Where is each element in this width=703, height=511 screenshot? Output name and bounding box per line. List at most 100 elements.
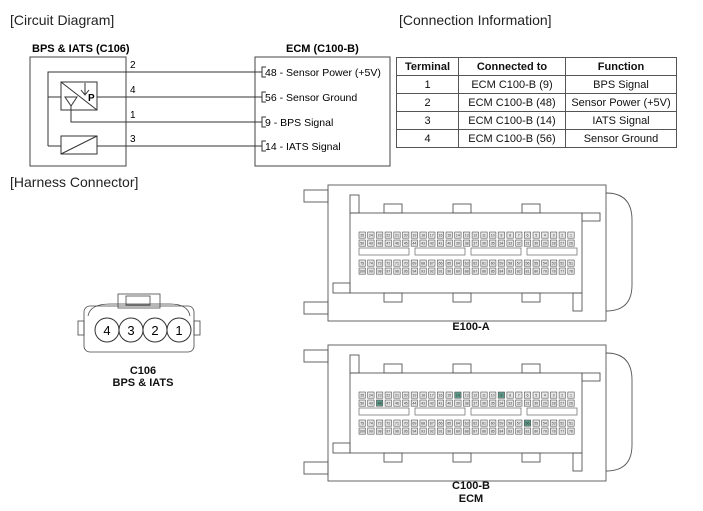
cell-function: Sensor Ground bbox=[565, 129, 677, 148]
pin-number: 67 bbox=[430, 422, 434, 426]
pin-37 bbox=[471, 239, 479, 247]
pin-number: 9 bbox=[500, 394, 502, 398]
pin-39 bbox=[454, 399, 462, 407]
pin-89 bbox=[454, 267, 462, 275]
pin-number: 69 bbox=[412, 262, 416, 266]
pin-57 bbox=[515, 419, 523, 427]
circuit-diagram: BPS & IATS (C106) ECM (C100-B) P 2 4 1 3 bbox=[29, 43, 391, 167]
pin-67 bbox=[428, 419, 436, 427]
pin-35 bbox=[489, 239, 497, 247]
pin-67 bbox=[428, 259, 436, 267]
pin-32 bbox=[515, 239, 523, 247]
pin-79 bbox=[541, 267, 549, 275]
pin-56 bbox=[524, 259, 532, 267]
pin-number: 18 bbox=[421, 234, 425, 238]
cell-connected-to: ECM C100-B (9) bbox=[458, 75, 566, 94]
pin-73 bbox=[376, 259, 384, 267]
pin-6 bbox=[524, 391, 532, 399]
pin-34 bbox=[497, 399, 505, 407]
connection-table: Terminal Connected to Function 1 ECM C10… bbox=[396, 57, 677, 148]
pin-86 bbox=[480, 267, 488, 275]
pin-number: 30 bbox=[534, 242, 538, 246]
table-row: 2 ECM C100-B (48) Sensor Power (+5V) bbox=[396, 93, 677, 112]
pin-number: 62 bbox=[473, 262, 477, 266]
pin-number: 13 bbox=[465, 394, 469, 398]
pin-number: 66 bbox=[439, 422, 443, 426]
pin-number: 10 bbox=[491, 394, 495, 398]
header-connected-to: Connected to bbox=[458, 57, 566, 76]
pin-23 bbox=[376, 391, 384, 399]
pin-62 bbox=[471, 259, 479, 267]
pin-92 bbox=[428, 427, 436, 435]
pin-number: 44 bbox=[412, 402, 416, 406]
cell-terminal: 3 bbox=[396, 111, 459, 130]
pin-85 bbox=[489, 427, 497, 435]
pin-43 bbox=[419, 239, 427, 247]
pin-number: 32 bbox=[517, 242, 521, 246]
pin-72 bbox=[384, 259, 392, 267]
pin-88 bbox=[463, 267, 471, 275]
c106-pin-label: 1 bbox=[175, 323, 182, 338]
pin-14 bbox=[454, 391, 462, 399]
pin-number: 84 bbox=[499, 270, 503, 274]
pin-30 bbox=[532, 239, 540, 247]
cell-connected-to: ECM C100-B (14) bbox=[458, 111, 566, 130]
keying-slot bbox=[414, 247, 466, 256]
pin-number: 27 bbox=[560, 402, 564, 406]
pin-number: 17 bbox=[430, 394, 434, 398]
pin-94 bbox=[410, 427, 418, 435]
pin-76 bbox=[567, 267, 575, 275]
pin-number: 31 bbox=[526, 242, 530, 246]
pin-61 bbox=[480, 259, 488, 267]
c106-connector: 4 3 2 1 C106 BPS & IATS bbox=[77, 293, 201, 389]
pin-50 bbox=[358, 399, 366, 407]
pin-number: 85 bbox=[491, 430, 495, 434]
pin-82 bbox=[515, 267, 523, 275]
pin-number: 12 bbox=[473, 234, 477, 238]
pin-number: 64 bbox=[456, 262, 460, 266]
connector-body bbox=[327, 184, 607, 322]
pin-number: 77 bbox=[560, 430, 564, 434]
pin-21 bbox=[393, 391, 401, 399]
pin-29 bbox=[541, 399, 549, 407]
pin-50 bbox=[358, 239, 366, 247]
pin-number: 61 bbox=[482, 422, 486, 426]
pin-number: 40 bbox=[447, 402, 451, 406]
pin-number: 45 bbox=[404, 402, 408, 406]
pin-64 bbox=[454, 419, 462, 427]
wire-bps-signal bbox=[70, 106, 262, 123]
pin-10 bbox=[489, 391, 497, 399]
ecm-terminal-label: 9 - BPS Signal bbox=[265, 117, 333, 129]
pin-number: 68 bbox=[421, 422, 425, 426]
pin-number: 83 bbox=[508, 430, 512, 434]
pin-number: 80 bbox=[534, 270, 538, 274]
pin-number: 46 bbox=[395, 402, 399, 406]
pin-number: 100 bbox=[359, 270, 365, 274]
pin-number: 53 bbox=[552, 262, 556, 266]
pin-number: 28 bbox=[552, 242, 556, 246]
pin-number: 43 bbox=[421, 402, 425, 406]
pin-number: 24 bbox=[369, 234, 373, 238]
pin-47 bbox=[384, 399, 392, 407]
pin-number: 93 bbox=[421, 270, 425, 274]
pressure-sensor-icon: P bbox=[60, 81, 98, 111]
pin-number: 15 bbox=[447, 394, 451, 398]
pin-78 bbox=[550, 267, 558, 275]
pin-86 bbox=[480, 427, 488, 435]
pin-17 bbox=[428, 231, 436, 239]
pin-number: 37 bbox=[473, 402, 477, 406]
pin-number: 35 bbox=[491, 242, 495, 246]
pin-number: 39 bbox=[456, 402, 460, 406]
pin-15 bbox=[445, 231, 453, 239]
pin-43 bbox=[419, 399, 427, 407]
pin-52 bbox=[558, 419, 566, 427]
pin-number: 22 bbox=[386, 394, 390, 398]
pin-number: 3 bbox=[553, 234, 555, 238]
pin-42 bbox=[428, 399, 436, 407]
pin-14 bbox=[454, 231, 462, 239]
pin-54 bbox=[541, 419, 549, 427]
pin-number: 48 bbox=[378, 402, 382, 406]
pin-number: 5 bbox=[535, 234, 537, 238]
pin-number: 25 bbox=[360, 394, 364, 398]
